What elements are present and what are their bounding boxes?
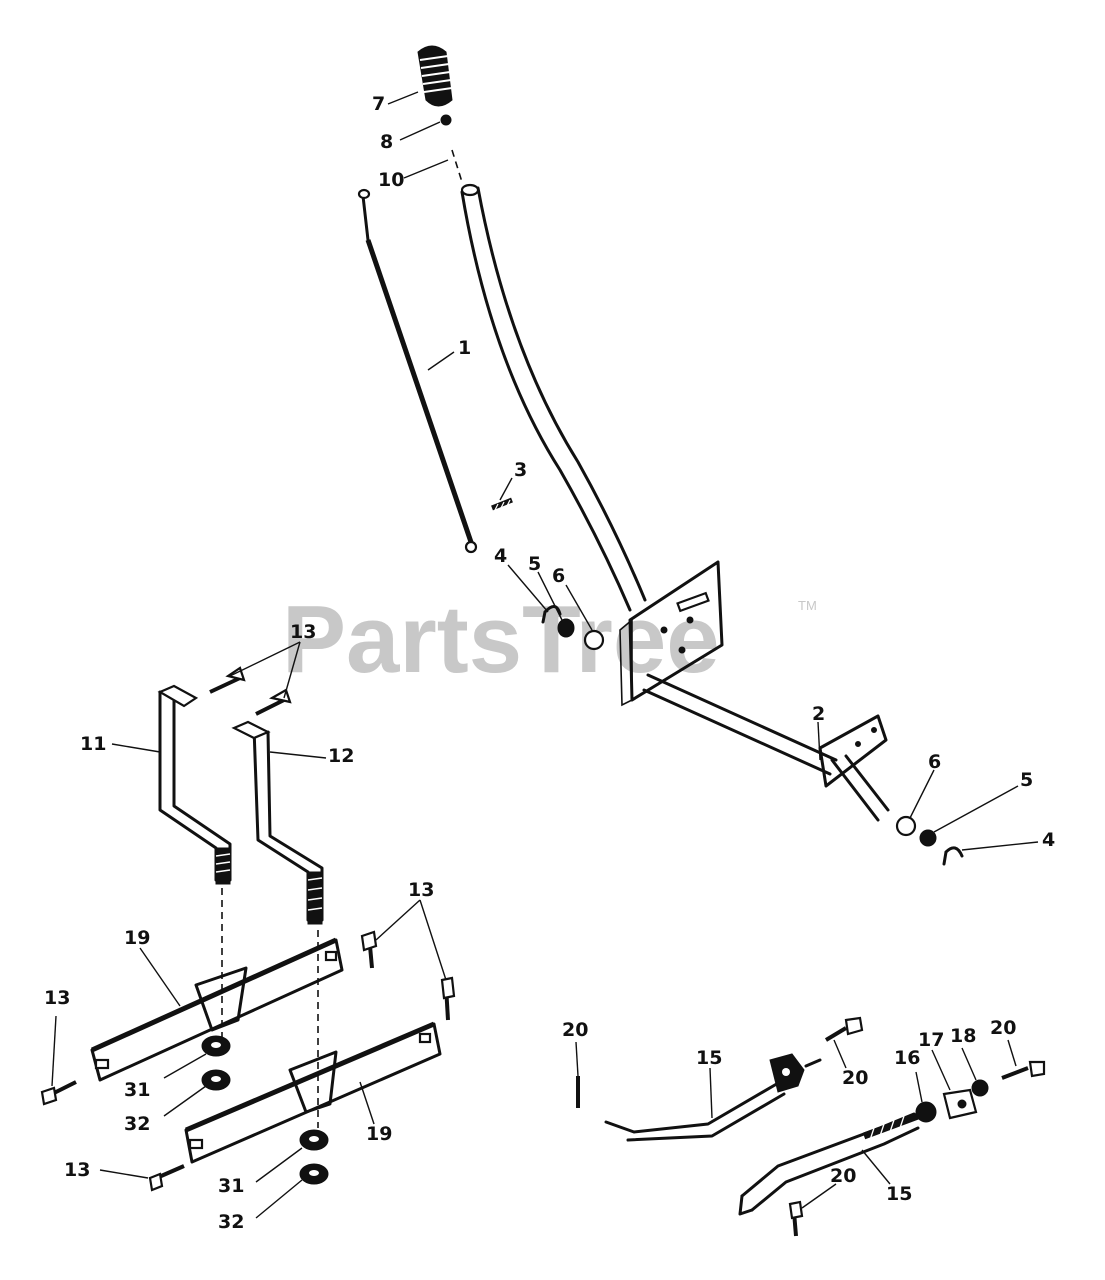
callout-11: 11 [80, 733, 106, 755]
part-17-block [942, 1088, 978, 1120]
part-15-rod-upper [604, 1053, 822, 1142]
part-20-pin-3 [1001, 1060, 1046, 1080]
part-3-screw [491, 497, 513, 513]
callout-5-right: 5 [1020, 769, 1033, 791]
callout-10: 10 [378, 169, 404, 191]
part-5-washer-right [919, 829, 937, 847]
callout-6-left: 6 [552, 565, 565, 587]
part-31-nut-lower [299, 1129, 329, 1151]
part-5-washer-left [557, 618, 575, 638]
callout-20-lower: 20 [830, 1165, 856, 1187]
callout-19-lower: 19 [366, 1123, 392, 1145]
callout-15-lower: 15 [886, 1183, 912, 1205]
callout-13-left: 13 [44, 987, 70, 1009]
part-13-pin-left [40, 1080, 77, 1106]
callout-20-left: 20 [562, 1019, 588, 1041]
callout-labels: 7 8 10 1 3 4 5 6 2 6 5 4 13 11 12 13 19 … [44, 93, 1055, 1233]
callout-5-left: 5 [528, 553, 541, 575]
part-16-nut [915, 1101, 937, 1123]
callout-13-bottom: 13 [64, 1159, 90, 1181]
part-1-rod [357, 188, 478, 554]
part-6-bushing-left [583, 629, 605, 651]
part-11-rod [157, 684, 232, 885]
part-13-pin-middle-1 [360, 930, 378, 969]
callout-13-middle: 13 [408, 879, 434, 901]
part-18-washer [971, 1079, 989, 1097]
part-4-clip-right [942, 846, 964, 866]
callout-17: 17 [918, 1029, 944, 1051]
callout-12: 12 [328, 745, 354, 767]
part-20-pin-4 [788, 1200, 804, 1237]
part-13-pin-bottom [148, 1164, 185, 1192]
callout-1: 1 [458, 337, 471, 359]
part-19-bracket-lower [184, 1021, 442, 1164]
callout-31-upper: 31 [124, 1079, 150, 1101]
part-2-shaft [642, 673, 890, 822]
part-15-rod-lower [738, 1112, 920, 1216]
part-12-rod [231, 720, 324, 925]
callout-13-upper: 13 [290, 621, 316, 643]
callout-15-upper: 15 [696, 1047, 722, 1069]
part-13-pin-middle-2 [440, 976, 456, 1021]
part-20-pin-2 [824, 1016, 864, 1042]
assembly-line [451, 149, 463, 183]
callout-2: 2 [812, 703, 825, 725]
callout-19-upper: 19 [124, 927, 150, 949]
part-6-bushing-right [895, 815, 917, 837]
part-7-spring [417, 45, 453, 107]
callout-6-right: 6 [928, 751, 941, 773]
leader-lines [51, 91, 1039, 1219]
callout-32-upper: 32 [124, 1113, 150, 1135]
callout-4-left: 4 [494, 545, 507, 567]
part-32-washer-upper [201, 1069, 231, 1091]
callout-31-lower: 31 [218, 1175, 244, 1197]
callout-3: 3 [514, 459, 527, 481]
part-8-ball [440, 114, 452, 126]
callout-8: 8 [380, 131, 393, 153]
part-10-lever [460, 183, 647, 612]
part-19-bracket-upper [90, 937, 344, 1082]
part-31-nut-upper [201, 1035, 231, 1057]
watermark-trademark: TM [798, 598, 817, 613]
callout-16: 16 [894, 1047, 920, 1069]
callout-18: 18 [950, 1025, 976, 1047]
callout-32-lower: 32 [218, 1211, 244, 1233]
callout-4-right: 4 [1042, 829, 1055, 851]
callout-20-right: 20 [990, 1017, 1016, 1039]
part-32-washer-lower [299, 1163, 329, 1185]
callout-20-middle: 20 [842, 1067, 868, 1089]
callout-7: 7 [372, 93, 385, 115]
lever-plate [619, 560, 724, 707]
